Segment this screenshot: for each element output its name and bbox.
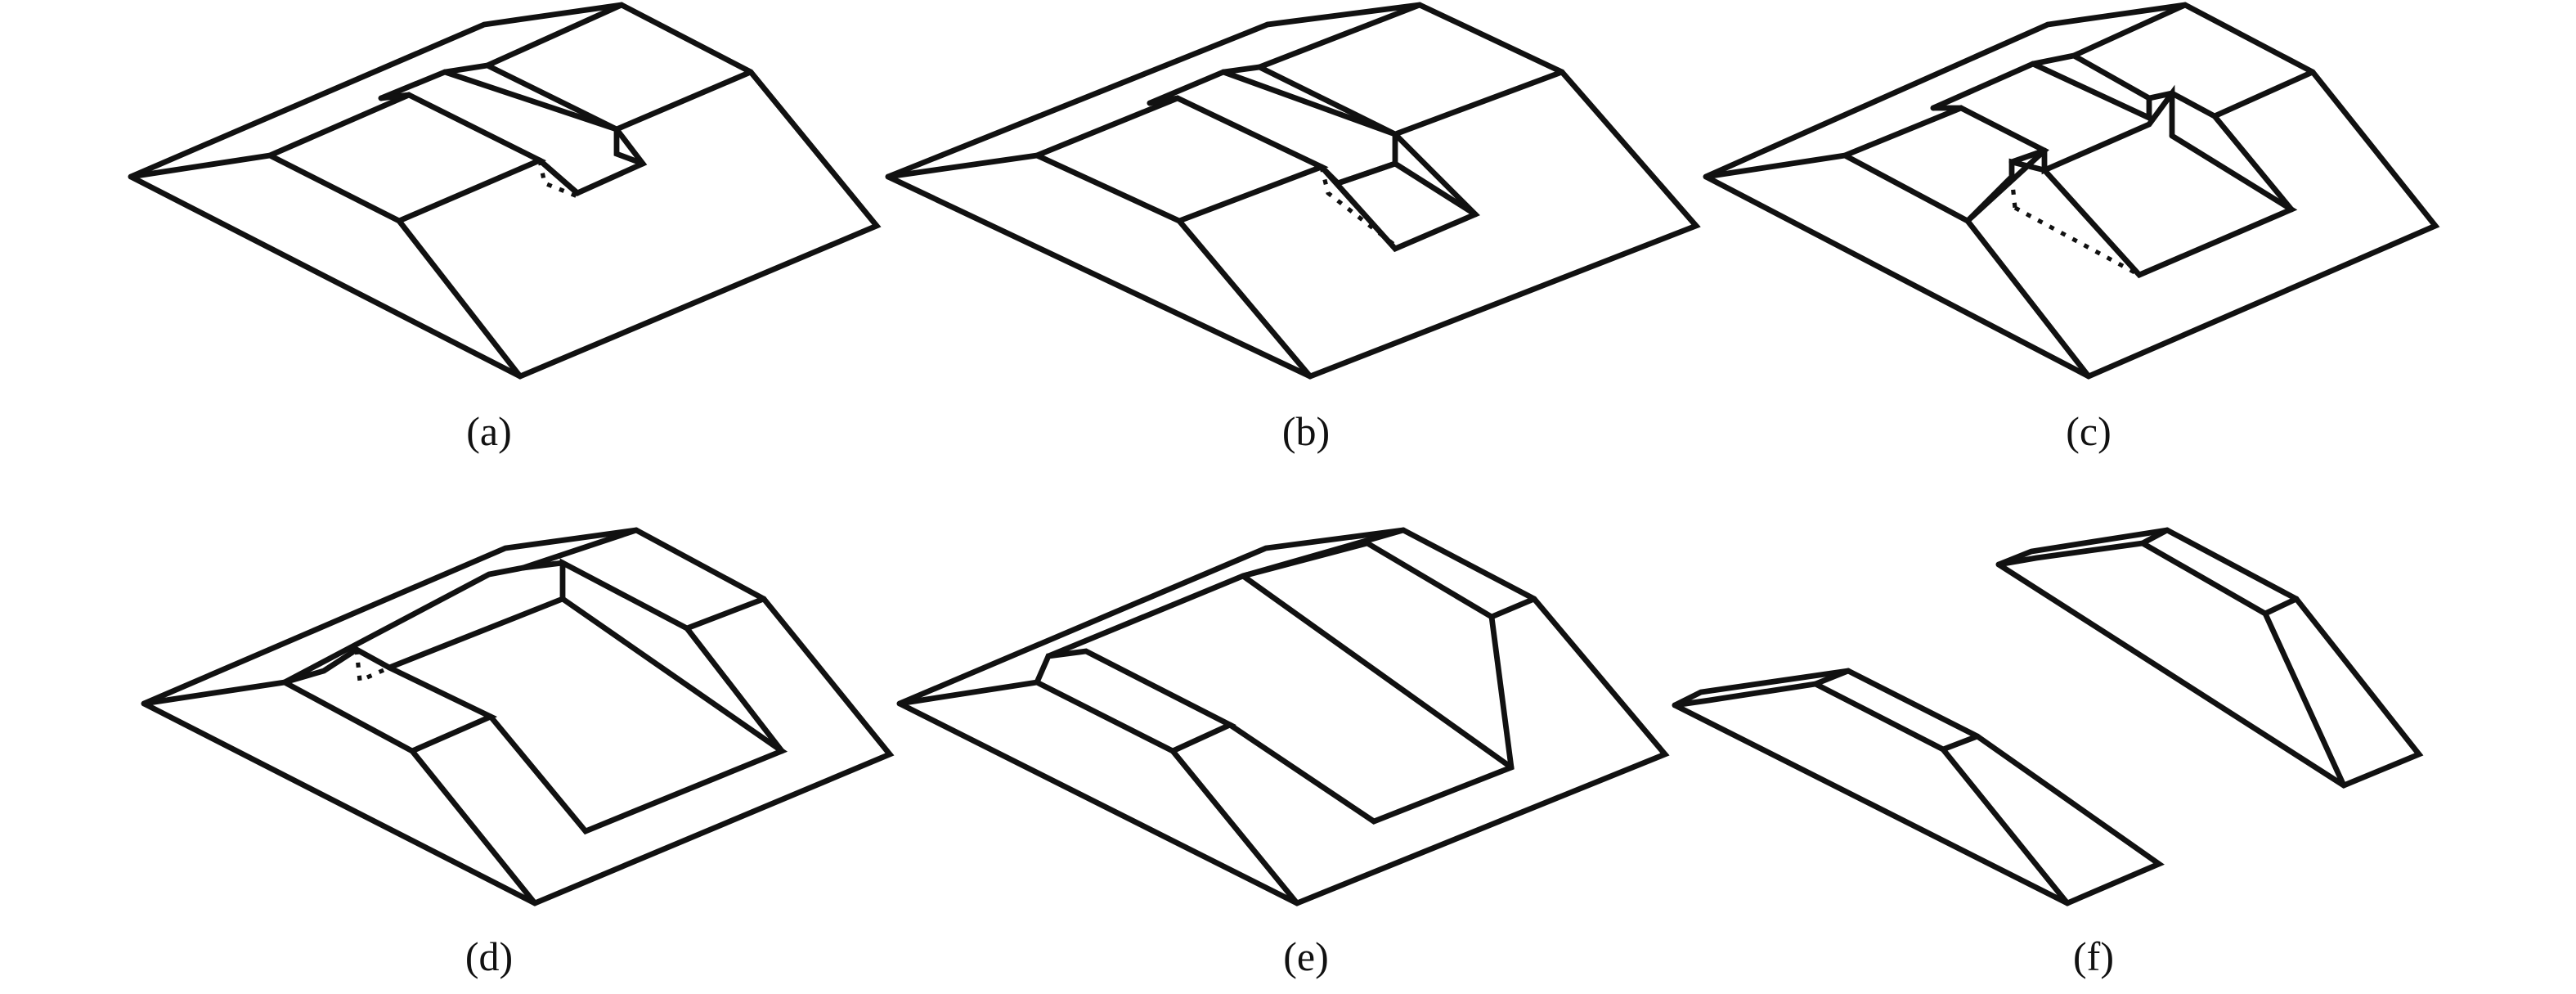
notch: [2041, 84, 2175, 175]
cut-step: [613, 126, 646, 167]
cut-floor: [536, 157, 581, 196]
upper-bench-edge: [1147, 95, 1181, 106]
lower-block-step: [1940, 733, 1981, 753]
outer-boundary: [141, 527, 895, 906]
panel-a: [128, 2, 882, 380]
caption-a: (a): [466, 408, 512, 454]
hidden-edge: [354, 649, 391, 684]
panel-c: [1703, 2, 2440, 380]
upper-block-ridge: [2139, 527, 2170, 546]
panel-b: [885, 2, 1701, 380]
top-ridge: [141, 679, 538, 906]
cut-ridge: [1240, 540, 1537, 620]
top-ridge: [885, 152, 1313, 380]
caption-d: (d): [465, 933, 513, 979]
upper-block-outline: [1995, 527, 2424, 789]
hidden-edge: [1319, 166, 1397, 248]
top-ridge: [896, 679, 1300, 906]
bench-face: [267, 92, 547, 224]
lower-bench: [281, 646, 498, 754]
main-cut-ridge: [520, 560, 566, 571]
pit-rim: [1318, 131, 1480, 253]
panel-e: [896, 527, 1670, 906]
lower-block-outline: [1672, 668, 2165, 906]
pit-edge: [684, 625, 785, 754]
top-ridge: [128, 152, 523, 380]
pit-corner: [2008, 147, 2048, 165]
upper-bench: [1147, 2, 1423, 106]
hidden-edge-vertical: [2009, 176, 2017, 209]
panel-f: [1672, 527, 2424, 906]
lower-block-top: [1672, 681, 2071, 906]
pit-edge: [2211, 113, 2295, 213]
upper-bench: [281, 527, 640, 686]
upper-block-step: [2262, 596, 2300, 617]
panel-d: [141, 527, 895, 906]
pit-floor: [1335, 160, 1479, 218]
bench-face: [1034, 95, 1329, 224]
upper-bench: [1930, 2, 2188, 111]
caption-c: (c): [2066, 408, 2112, 454]
outer-boundary: [896, 527, 1670, 906]
top-ridge: [1703, 152, 2092, 380]
outer-boundary: [1703, 2, 2440, 380]
caption-f: (f): [2073, 933, 2114, 979]
outer-boundary: [885, 2, 1701, 380]
lower-block-ridge: [1812, 668, 1851, 687]
pit-face: [1227, 614, 1515, 825]
upper-bench-edge: [378, 92, 412, 101]
hidden-edge-diagonal: [2013, 205, 2141, 277]
pit-diagonal: [1240, 573, 1515, 771]
step-inner: [2071, 52, 2152, 101]
caption-e: (e): [1283, 933, 1329, 979]
caption-b: (b): [1282, 408, 1330, 454]
step-wall: [2030, 61, 2316, 123]
upper-bench: [378, 2, 625, 101]
pit-wall: [487, 596, 788, 835]
bench-face: [1034, 648, 1236, 754]
